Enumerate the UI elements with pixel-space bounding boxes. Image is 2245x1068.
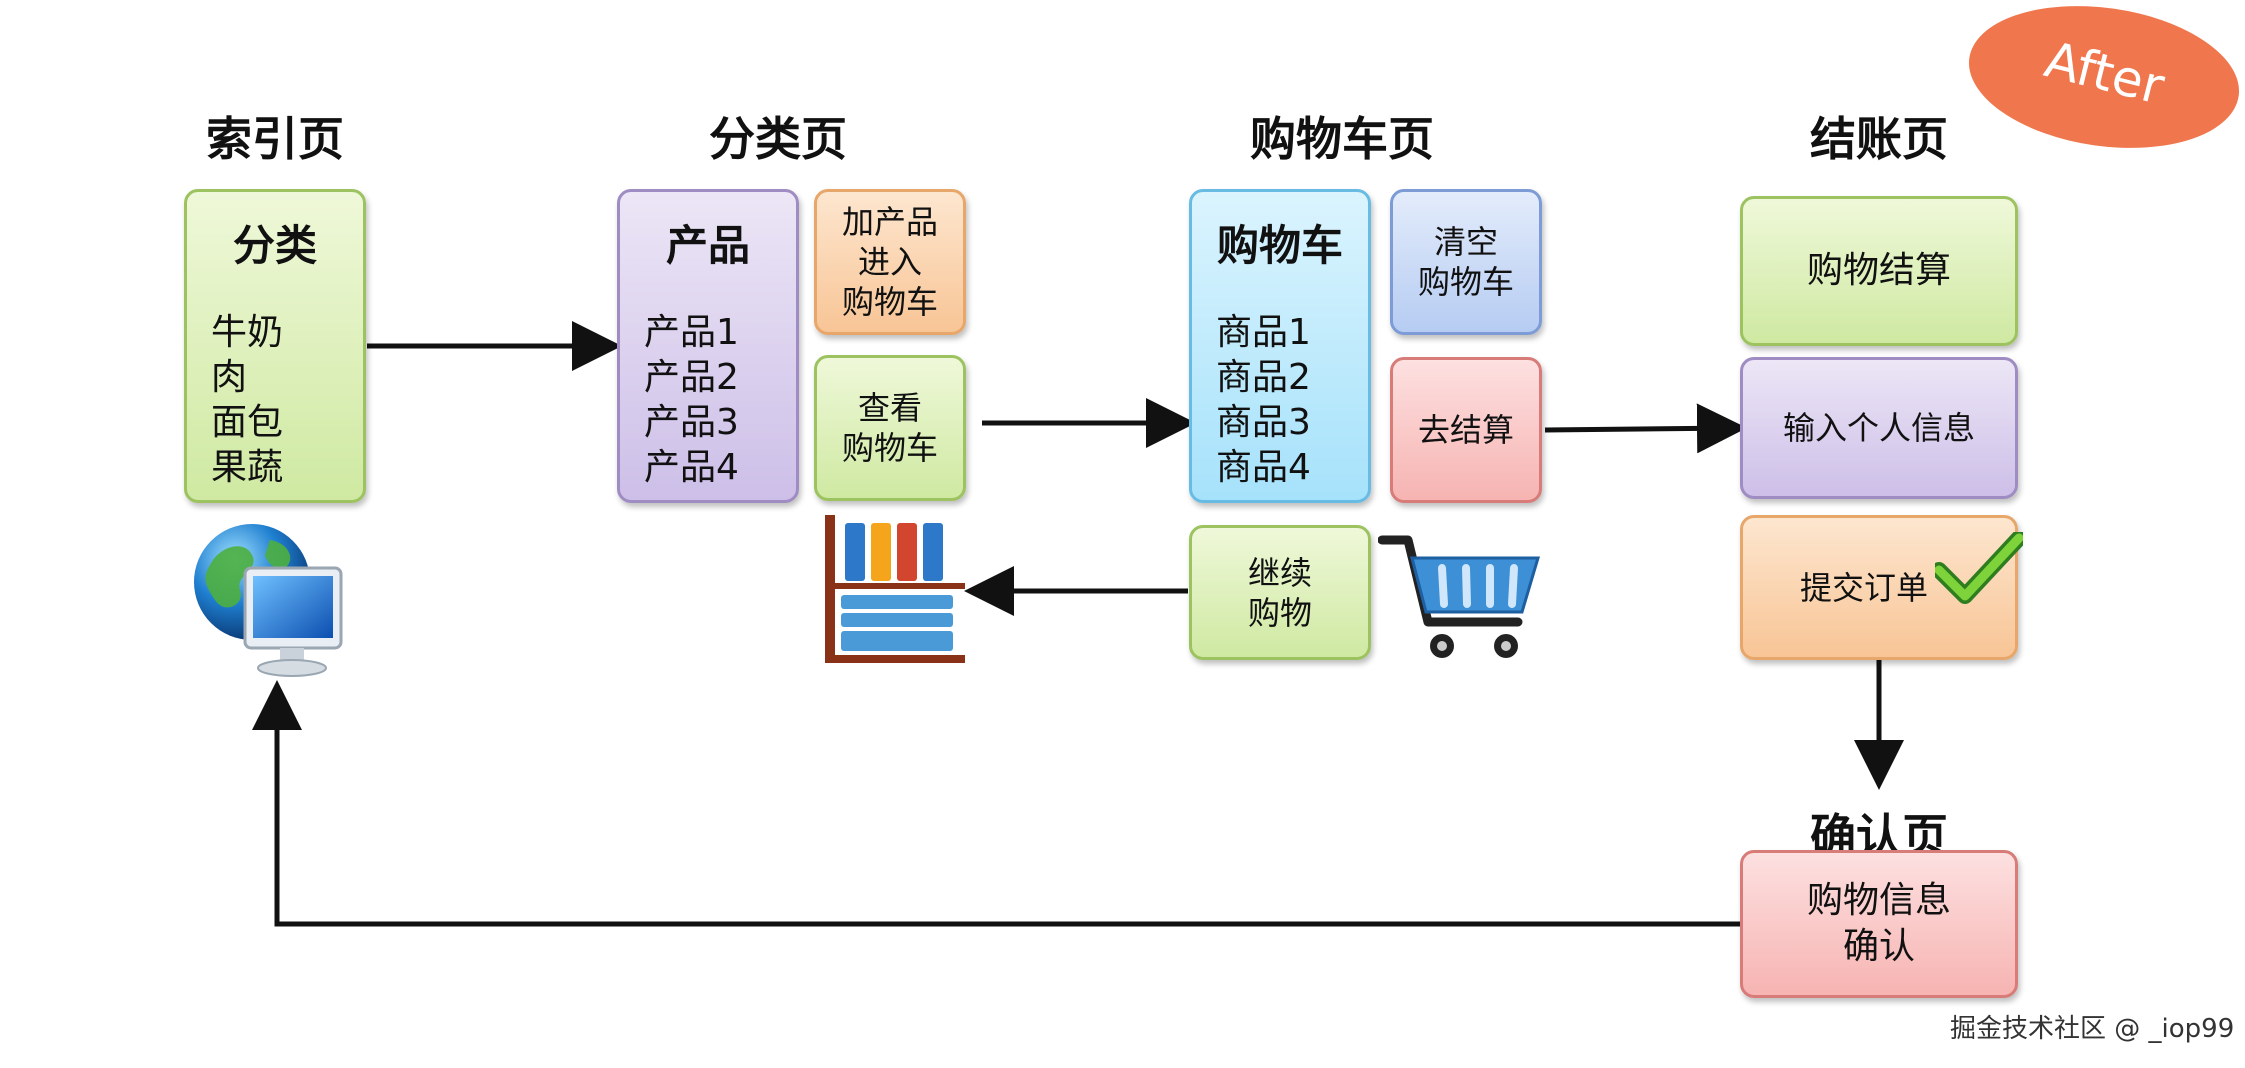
clear-cart-line: 清空 bbox=[1433, 223, 1498, 261]
go-checkout-box: 去结算 bbox=[1390, 357, 1542, 503]
title-category-page: 分类页 bbox=[709, 112, 847, 166]
submit-order-step-box: 提交订单 bbox=[1740, 515, 2018, 660]
title-checkout-page: 结账页 bbox=[1810, 112, 1948, 166]
category-list-items: 牛奶 肉 面包 果蔬 bbox=[211, 310, 283, 490]
product-item: 产品3 bbox=[644, 402, 739, 443]
shopping-cart-icon bbox=[1378, 535, 1541, 658]
view-cart-line: 购物车 bbox=[841, 429, 938, 467]
settle-step-box: 购物结算 bbox=[1740, 196, 2018, 346]
personal-info-step-label: 输入个人信息 bbox=[1782, 409, 1975, 447]
product-list-items: 产品1 产品2 产品3 产品4 bbox=[644, 310, 739, 490]
cart-item: 商品4 bbox=[1216, 447, 1311, 488]
confirm-info-line: 确认 bbox=[1842, 926, 1915, 967]
title-index-page: 索引页 bbox=[206, 112, 344, 166]
category-item: 肉 bbox=[211, 357, 248, 398]
clear-cart-line: 购物车 bbox=[1417, 263, 1514, 301]
submit-order-step-label: 提交订单 bbox=[1799, 568, 1928, 607]
cart-list-box: 购物车 商品1 商品2 商品3 商品4 bbox=[1189, 189, 1371, 503]
globe-computer-icon bbox=[194, 524, 343, 677]
continue-shopping-line: 购物 bbox=[1247, 593, 1312, 632]
cart-list-header: 购物车 bbox=[1216, 221, 1343, 270]
category-list-box: 分类 牛奶 肉 面包 果蔬 bbox=[184, 189, 366, 503]
cart-item: 商品3 bbox=[1216, 402, 1311, 443]
settle-step-label: 购物结算 bbox=[1806, 250, 1951, 291]
add-to-cart-box: 加产品 进入 购物车 bbox=[814, 189, 966, 335]
category-item: 面包 bbox=[211, 402, 284, 443]
confirm-info-line: 购物信息 bbox=[1806, 880, 1951, 921]
add-to-cart-line: 加产品 bbox=[841, 203, 938, 241]
title-cart-page: 购物车页 bbox=[1250, 112, 1434, 166]
personal-info-step-box: 输入个人信息 bbox=[1740, 357, 2018, 499]
watermark: 掘金技术社区 @ _iop99 bbox=[1950, 1008, 2235, 1045]
cart-list-items: 商品1 商品2 商品3 商品4 bbox=[1216, 310, 1311, 490]
go-checkout-label: 去结算 bbox=[1417, 411, 1514, 449]
arrow-checkout-to-info bbox=[1544, 403, 1747, 454]
product-item: 产品1 bbox=[644, 312, 739, 353]
continue-shopping-box: 继续 购物 bbox=[1189, 525, 1371, 660]
category-list-header: 分类 bbox=[232, 221, 317, 270]
view-cart-box: 查看 购物车 bbox=[814, 355, 966, 501]
clear-cart-box: 清空 购物车 bbox=[1390, 189, 1542, 335]
cart-item: 商品2 bbox=[1216, 357, 1311, 398]
add-to-cart-line: 购物车 bbox=[841, 283, 938, 321]
add-to-cart-line: 进入 bbox=[857, 243, 922, 281]
category-item: 牛奶 bbox=[211, 312, 284, 353]
product-list-box: 产品 产品1 产品2 产品3 产品4 bbox=[617, 189, 799, 503]
product-list-header: 产品 bbox=[665, 221, 750, 270]
cart-item: 商品1 bbox=[1216, 312, 1311, 353]
view-cart-line: 查看 bbox=[857, 389, 922, 427]
confirm-info-box: 购物信息 确认 bbox=[1740, 850, 2018, 998]
checkmark-icon bbox=[1935, 532, 2023, 604]
product-item: 产品4 bbox=[644, 447, 739, 488]
bookshelf-icon bbox=[825, 515, 965, 663]
arrow-confirm-to-index bbox=[252, 680, 1740, 927]
category-item: 果蔬 bbox=[211, 447, 284, 488]
product-item: 产品2 bbox=[644, 357, 739, 398]
continue-shopping-line: 继续 bbox=[1247, 553, 1312, 592]
